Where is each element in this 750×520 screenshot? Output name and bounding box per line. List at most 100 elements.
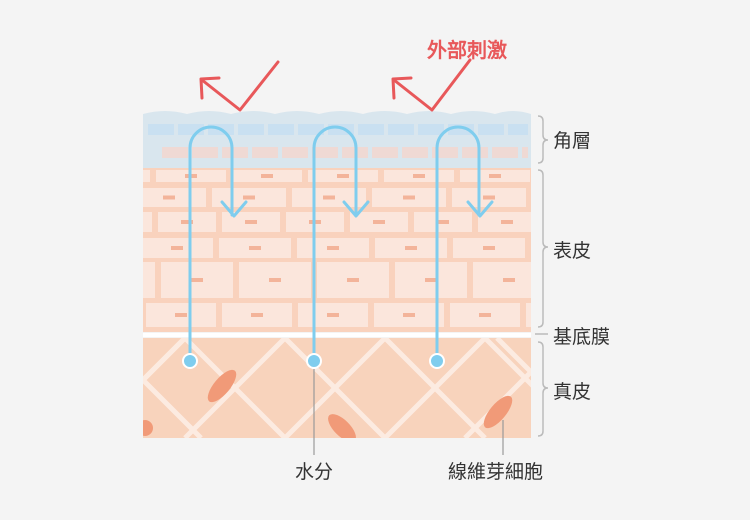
moisture-arrows [188,125,494,360]
bracket-dermis [537,341,549,437]
cell-nucleus [181,220,193,224]
cell-nucleus [251,313,263,317]
cell-nucleus [405,246,417,250]
cell-nucleus [245,220,257,224]
corneum-cell [358,124,384,135]
label-basement-membrane: 基底膜 [553,326,611,348]
cell-nucleus [243,195,255,200]
corneum-cell [162,147,188,158]
corneum-cell [432,147,458,158]
fibroblast-cell [207,369,237,403]
corneum-cell [268,124,294,135]
label-epidermis: 表皮 [553,240,592,262]
cell-nucleus [327,313,339,317]
cell-nucleus [347,278,359,282]
moisture-dot [182,353,198,369]
cell-nucleus [109,174,121,178]
moisture-arrow [435,125,481,360]
corneum-cell [222,147,248,158]
layer-brackets [535,115,549,437]
cell-nucleus [503,278,515,282]
cell-nucleus [175,313,187,317]
bracket-epidermis [537,169,549,328]
cell-nucleus [555,313,567,317]
cell-nucleus [171,246,183,250]
corneum-cell [492,147,518,158]
fibroblast-cell [328,414,356,438]
epidermis-layer [52,168,567,332]
cell-nucleus [327,246,339,250]
corneum-cell [328,124,354,135]
stratum-corneum-layer [143,111,531,168]
corneum-cell [418,124,444,135]
epidermis-cell [63,238,135,258]
corneum-cell [388,124,414,135]
cell-nucleus [163,195,175,200]
cell-nucleus [113,278,125,282]
epidermis-cell [70,303,140,327]
cell-nucleus [93,246,105,250]
dermis-layer [143,338,531,438]
fibroblast-cell [143,420,153,436]
moisture-dot [306,353,322,369]
stimulus-arrow-head [199,76,221,100]
corneum-cells [148,124,528,158]
cell-nucleus [403,195,415,200]
moisture-arrow [188,125,234,360]
epidermis-cell [143,170,150,182]
cell-nucleus [117,220,129,224]
corneum-cell [298,124,324,135]
corneum-cell [312,147,338,158]
label-fibroblast: 線維芽細胞 [448,461,544,483]
cell-nucleus [437,220,449,224]
corneum-cell [448,124,474,135]
cell-nucleus [483,246,495,250]
corneum-cell [252,147,278,158]
cell-nucleus [261,174,273,178]
cell-nucleus [99,313,111,317]
fibroblasts [143,369,513,438]
cell-nucleus [403,313,415,317]
cell-nucleus [483,195,495,200]
label-dermis: 真皮 [553,381,592,403]
cell-nucleus [337,174,349,178]
bracket-corneum [537,115,549,164]
label-moisture: 水分 [295,461,334,483]
cell-nucleus [249,246,261,250]
corneum-cell [372,147,398,158]
epidermis-cell [473,262,531,298]
label-stratum-corneum: 角層 [553,130,592,152]
corneum-cell [178,124,204,135]
stimulus-arrows [199,58,472,112]
external-stimulus-title: 外部刺激 [427,38,507,62]
corneum-cell [148,124,174,135]
epidermis-cell [526,303,531,327]
corneum-cell [478,124,504,135]
corneum-cell [462,147,488,158]
collagen-lattice [143,338,531,438]
corneum-cell [282,147,308,158]
moisture-arrow [312,125,358,360]
stimulus-arrow [392,58,472,112]
stimulus-arrow [200,60,280,112]
cell-nucleus [425,278,437,282]
corneum-cell [402,147,428,158]
moisture-arrow-head [466,200,494,218]
corneum-cell [522,147,528,158]
stimulus-arrow-head [391,76,413,100]
epidermis-cell [143,262,155,298]
callout-lines [313,369,504,455]
moisture-arrow-head [342,200,370,218]
epidermis-cell [143,212,152,232]
corneum-cell [508,124,528,135]
moisture-dots [182,353,445,369]
cell-nucleus [413,174,425,178]
cell-nucleus [489,174,501,178]
epidermis-cell [52,188,126,207]
cell-nucleus [323,195,335,200]
cell-nucleus [191,278,203,282]
cell-nucleus [501,220,513,224]
moisture-arrow-head [220,200,248,218]
